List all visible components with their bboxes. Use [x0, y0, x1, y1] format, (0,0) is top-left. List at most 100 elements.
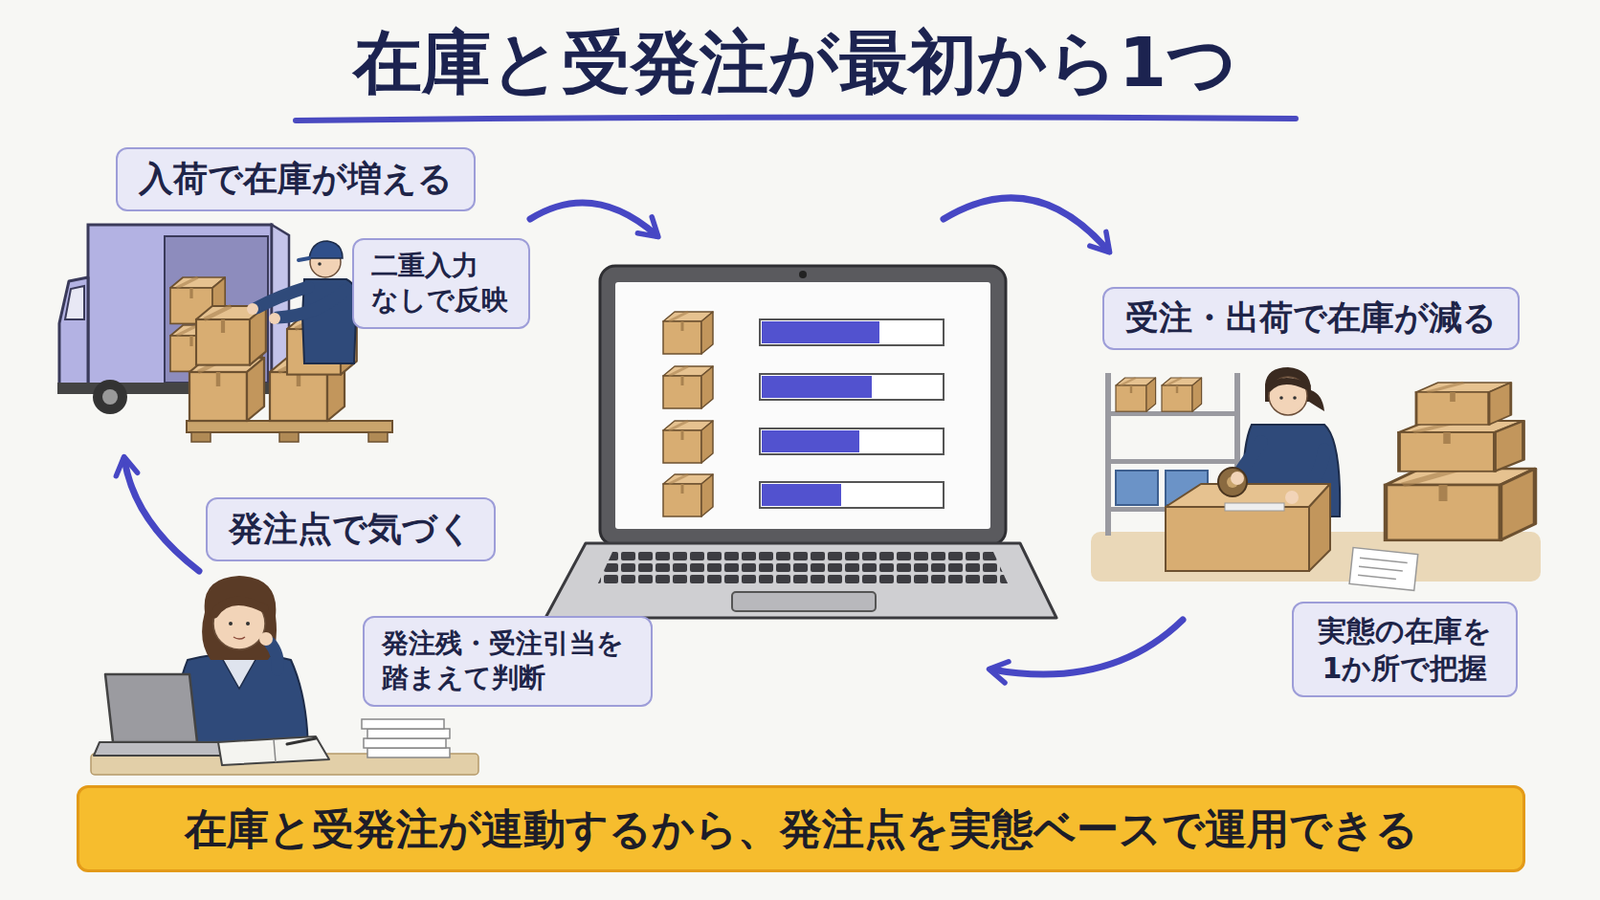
- truck-illustration-part: [256, 287, 309, 309]
- office-illustration-part: [105, 674, 198, 743]
- office-illustration-part: [214, 600, 265, 615]
- office-illustration-part: [213, 598, 266, 650]
- office-illustration-part: [218, 736, 330, 766]
- cycle-arrows-part: [530, 202, 657, 236]
- laptop-illustration-part: [732, 592, 876, 612]
- office-illustration-part: [233, 637, 245, 640]
- office-illustration-part: [93, 742, 236, 756]
- inventory-rows-part: [663, 366, 713, 409]
- callout-box: 受注・出荷で在庫が減る: [1102, 287, 1520, 351]
- truck-illustration-part: [186, 421, 393, 433]
- packing-illustration-part: [1230, 471, 1245, 486]
- office-illustration-part: [201, 576, 277, 661]
- inventory-rows-part: [761, 321, 880, 344]
- truck-illustration-part: [268, 312, 281, 325]
- title-underline: [295, 116, 1296, 121]
- office-illustration-part: [367, 729, 450, 739]
- callout-box: 二重入力 なしで反映: [352, 238, 531, 330]
- packing-illustration-part: [1279, 396, 1284, 400]
- packing-illustration-part: [1218, 467, 1247, 497]
- office-illustration-part: [273, 739, 276, 763]
- packing-illustration-part-part: [1357, 575, 1397, 579]
- packing-illustration-part: [1385, 468, 1535, 541]
- laptop-illustration-part: [615, 282, 991, 530]
- office-illustration-part: [361, 719, 445, 730]
- truck-illustration-part: [196, 306, 267, 366]
- packing-illustration-part: [1349, 548, 1419, 592]
- truck-illustration-part: [88, 224, 272, 388]
- inventory-rows-part: [663, 474, 713, 517]
- inventory-rows-part: [759, 428, 944, 455]
- callout-text: 発注残・受注引当を 踏まえて判断: [381, 626, 634, 697]
- office-illustration-part: [269, 643, 278, 670]
- inventory-rows-part: [663, 421, 713, 464]
- packing-illustration-part: [1115, 377, 1156, 412]
- office-illustration-part: [363, 738, 446, 749]
- packing-illustration-part-part: [1359, 557, 1408, 563]
- packing-illustration-part: [1416, 382, 1512, 425]
- callout-text: 受注・出荷で在庫が減る: [1125, 296, 1497, 341]
- inventory-rows-part: [759, 319, 944, 346]
- inventory-rows-part: [761, 484, 842, 507]
- packing-illustration-part-part: [1358, 566, 1403, 572]
- title-underline-part: [295, 116, 1296, 121]
- truck-illustration-part: [189, 357, 265, 422]
- callout-box: 実態の在庫を 1か所で把握: [1291, 601, 1518, 698]
- truck-illustration-part: [191, 432, 211, 443]
- laptop-illustration: [545, 266, 1057, 619]
- packing-illustration: [1090, 367, 1541, 591]
- callout-box: 発注残・受注引当を 踏まえて判断: [362, 616, 653, 708]
- inventory-rows-part: [663, 311, 713, 355]
- truck-illustration-part: [246, 303, 259, 315]
- packing-illustration-part: [1165, 507, 1310, 572]
- packing-illustration-part: [1292, 396, 1297, 400]
- cycle-arrows-part: [991, 620, 1183, 675]
- inventory-rows-part: [759, 482, 944, 509]
- inventory-rows-part: [761, 430, 860, 453]
- cycle-arrows-part: [943, 198, 1109, 251]
- truck-illustration-part: [298, 258, 310, 261]
- callout-box: 発注点で気づく: [205, 497, 496, 562]
- truck-illustration-part: [309, 241, 343, 259]
- packing-illustration-part: [1115, 470, 1158, 506]
- truck-illustration-part: [65, 286, 85, 320]
- office-illustration-part: [222, 658, 257, 689]
- office-illustration-part: [259, 632, 273, 646]
- truck-illustration-part: [164, 236, 268, 383]
- packing-illustration-part: [1309, 484, 1331, 572]
- callout-text: 入荷で在庫が増える: [138, 156, 453, 202]
- laptop-illustration-part: [799, 270, 807, 279]
- cycle-arrows: [124, 198, 1183, 675]
- office-illustration-part: [245, 622, 250, 626]
- truck-illustration-part: [279, 432, 299, 443]
- cycle-arrows-part: [124, 459, 200, 572]
- office-illustration-part: [287, 738, 316, 745]
- truck-illustration-part: [317, 262, 322, 267]
- inventory-rows: [663, 311, 944, 517]
- inventory-rows-part: [759, 374, 944, 400]
- laptop-illustration-part: [597, 552, 1009, 586]
- office-illustration-part: [228, 622, 233, 626]
- packing-illustration-part: [1268, 377, 1308, 416]
- summary-band: 在庫と受発注が連動するから、発注点を実態ベースで運用できる: [76, 785, 1526, 873]
- packing-illustration-part: [1399, 421, 1524, 472]
- packing-illustration-part: [1161, 377, 1202, 412]
- packing-illustration-part: [1105, 459, 1241, 465]
- truck-illustration-part: [277, 290, 345, 318]
- inventory-rows-part: [761, 376, 872, 399]
- packing-illustration-part: [1268, 380, 1308, 389]
- packing-illustration-part: [1224, 503, 1285, 512]
- truck-illustration-part: [59, 277, 89, 388]
- laptop-illustration-part: [545, 543, 1057, 619]
- diagram-title: 在庫と受発注が最初から1つ: [353, 21, 1238, 104]
- callout-text: 二重入力 なしで反映: [371, 248, 512, 319]
- truck-illustration-part: [92, 379, 128, 415]
- packing-illustration-part: [1285, 490, 1299, 505]
- truck-illustration-part: [368, 432, 388, 443]
- packing-illustration-part-part: [1349, 548, 1419, 592]
- callout-text: 発注点で気づく: [228, 507, 473, 553]
